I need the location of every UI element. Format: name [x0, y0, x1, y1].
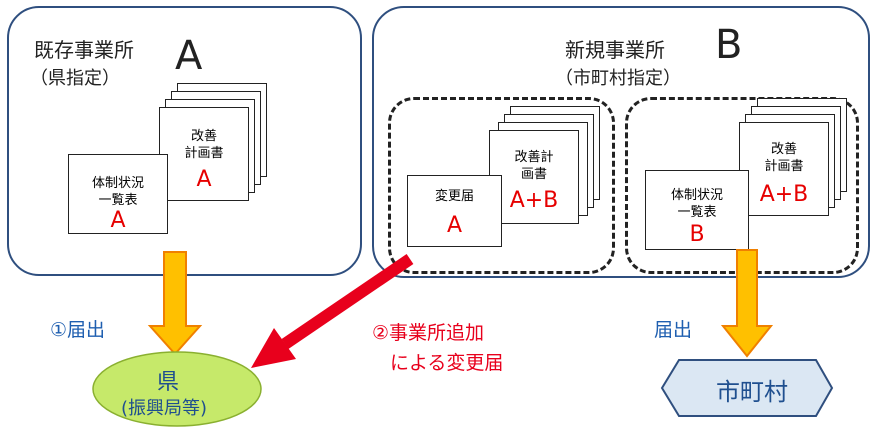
flow-label-notification-3: 届出	[654, 319, 693, 341]
document-label: 改善 計画書	[184, 129, 224, 161]
down-arrow-icon	[720, 249, 774, 358]
document-label: 改善 計画書	[764, 142, 804, 174]
status-list-document: 体制状況 一覧表 A	[68, 154, 168, 234]
existing-office-title: 既存事業所	[34, 38, 134, 62]
new-office-designation: （市町村指定）	[555, 68, 681, 89]
new-office-title: 新規事業所	[565, 38, 665, 62]
document-code: A	[446, 213, 463, 238]
prefecture-sublabel: (振興局等)	[121, 398, 208, 419]
diagonal-arrow-icon	[251, 254, 414, 368]
down-arrow-icon	[147, 251, 203, 356]
improvement-plan-document: 改善計 画書 A+B	[489, 130, 579, 224]
document-code: A	[110, 208, 126, 233]
flow-label-change-notification-2: による変更届	[390, 352, 504, 374]
municipality-hexagon	[660, 359, 834, 417]
change-notification-document: 変更届 A	[407, 175, 502, 247]
municipality-label: 市町村	[716, 378, 788, 406]
document-code: A	[196, 167, 212, 192]
existing-office-designation: （県指定）	[30, 68, 120, 89]
prefecture-document-group	[388, 97, 615, 274]
flow-label-notification-1: ①届出	[50, 319, 106, 341]
document-label: 変更届	[434, 189, 474, 204]
status-list-document: 体制状況 一覧表 B	[645, 170, 749, 250]
existing-office-letter: A	[175, 33, 203, 79]
improvement-plan-document: 改善 計画書 A	[159, 107, 249, 201]
new-office-letter: B	[715, 22, 743, 68]
document-code: B	[689, 222, 705, 247]
flow-label-change-notification: ②事業所追加	[372, 322, 485, 344]
document-label: 体制状況 一覧表	[91, 176, 144, 208]
document-label: 体制状況 一覧表	[670, 188, 723, 220]
document-code: A+B	[759, 182, 809, 207]
prefecture-label: 県	[157, 370, 180, 395]
prefecture-ellipse	[92, 351, 262, 427]
document-code: A+B	[509, 188, 559, 213]
document-label: 改善計 画書	[514, 150, 554, 182]
improvement-plan-document: 改善 計画書 A+B	[739, 122, 829, 216]
